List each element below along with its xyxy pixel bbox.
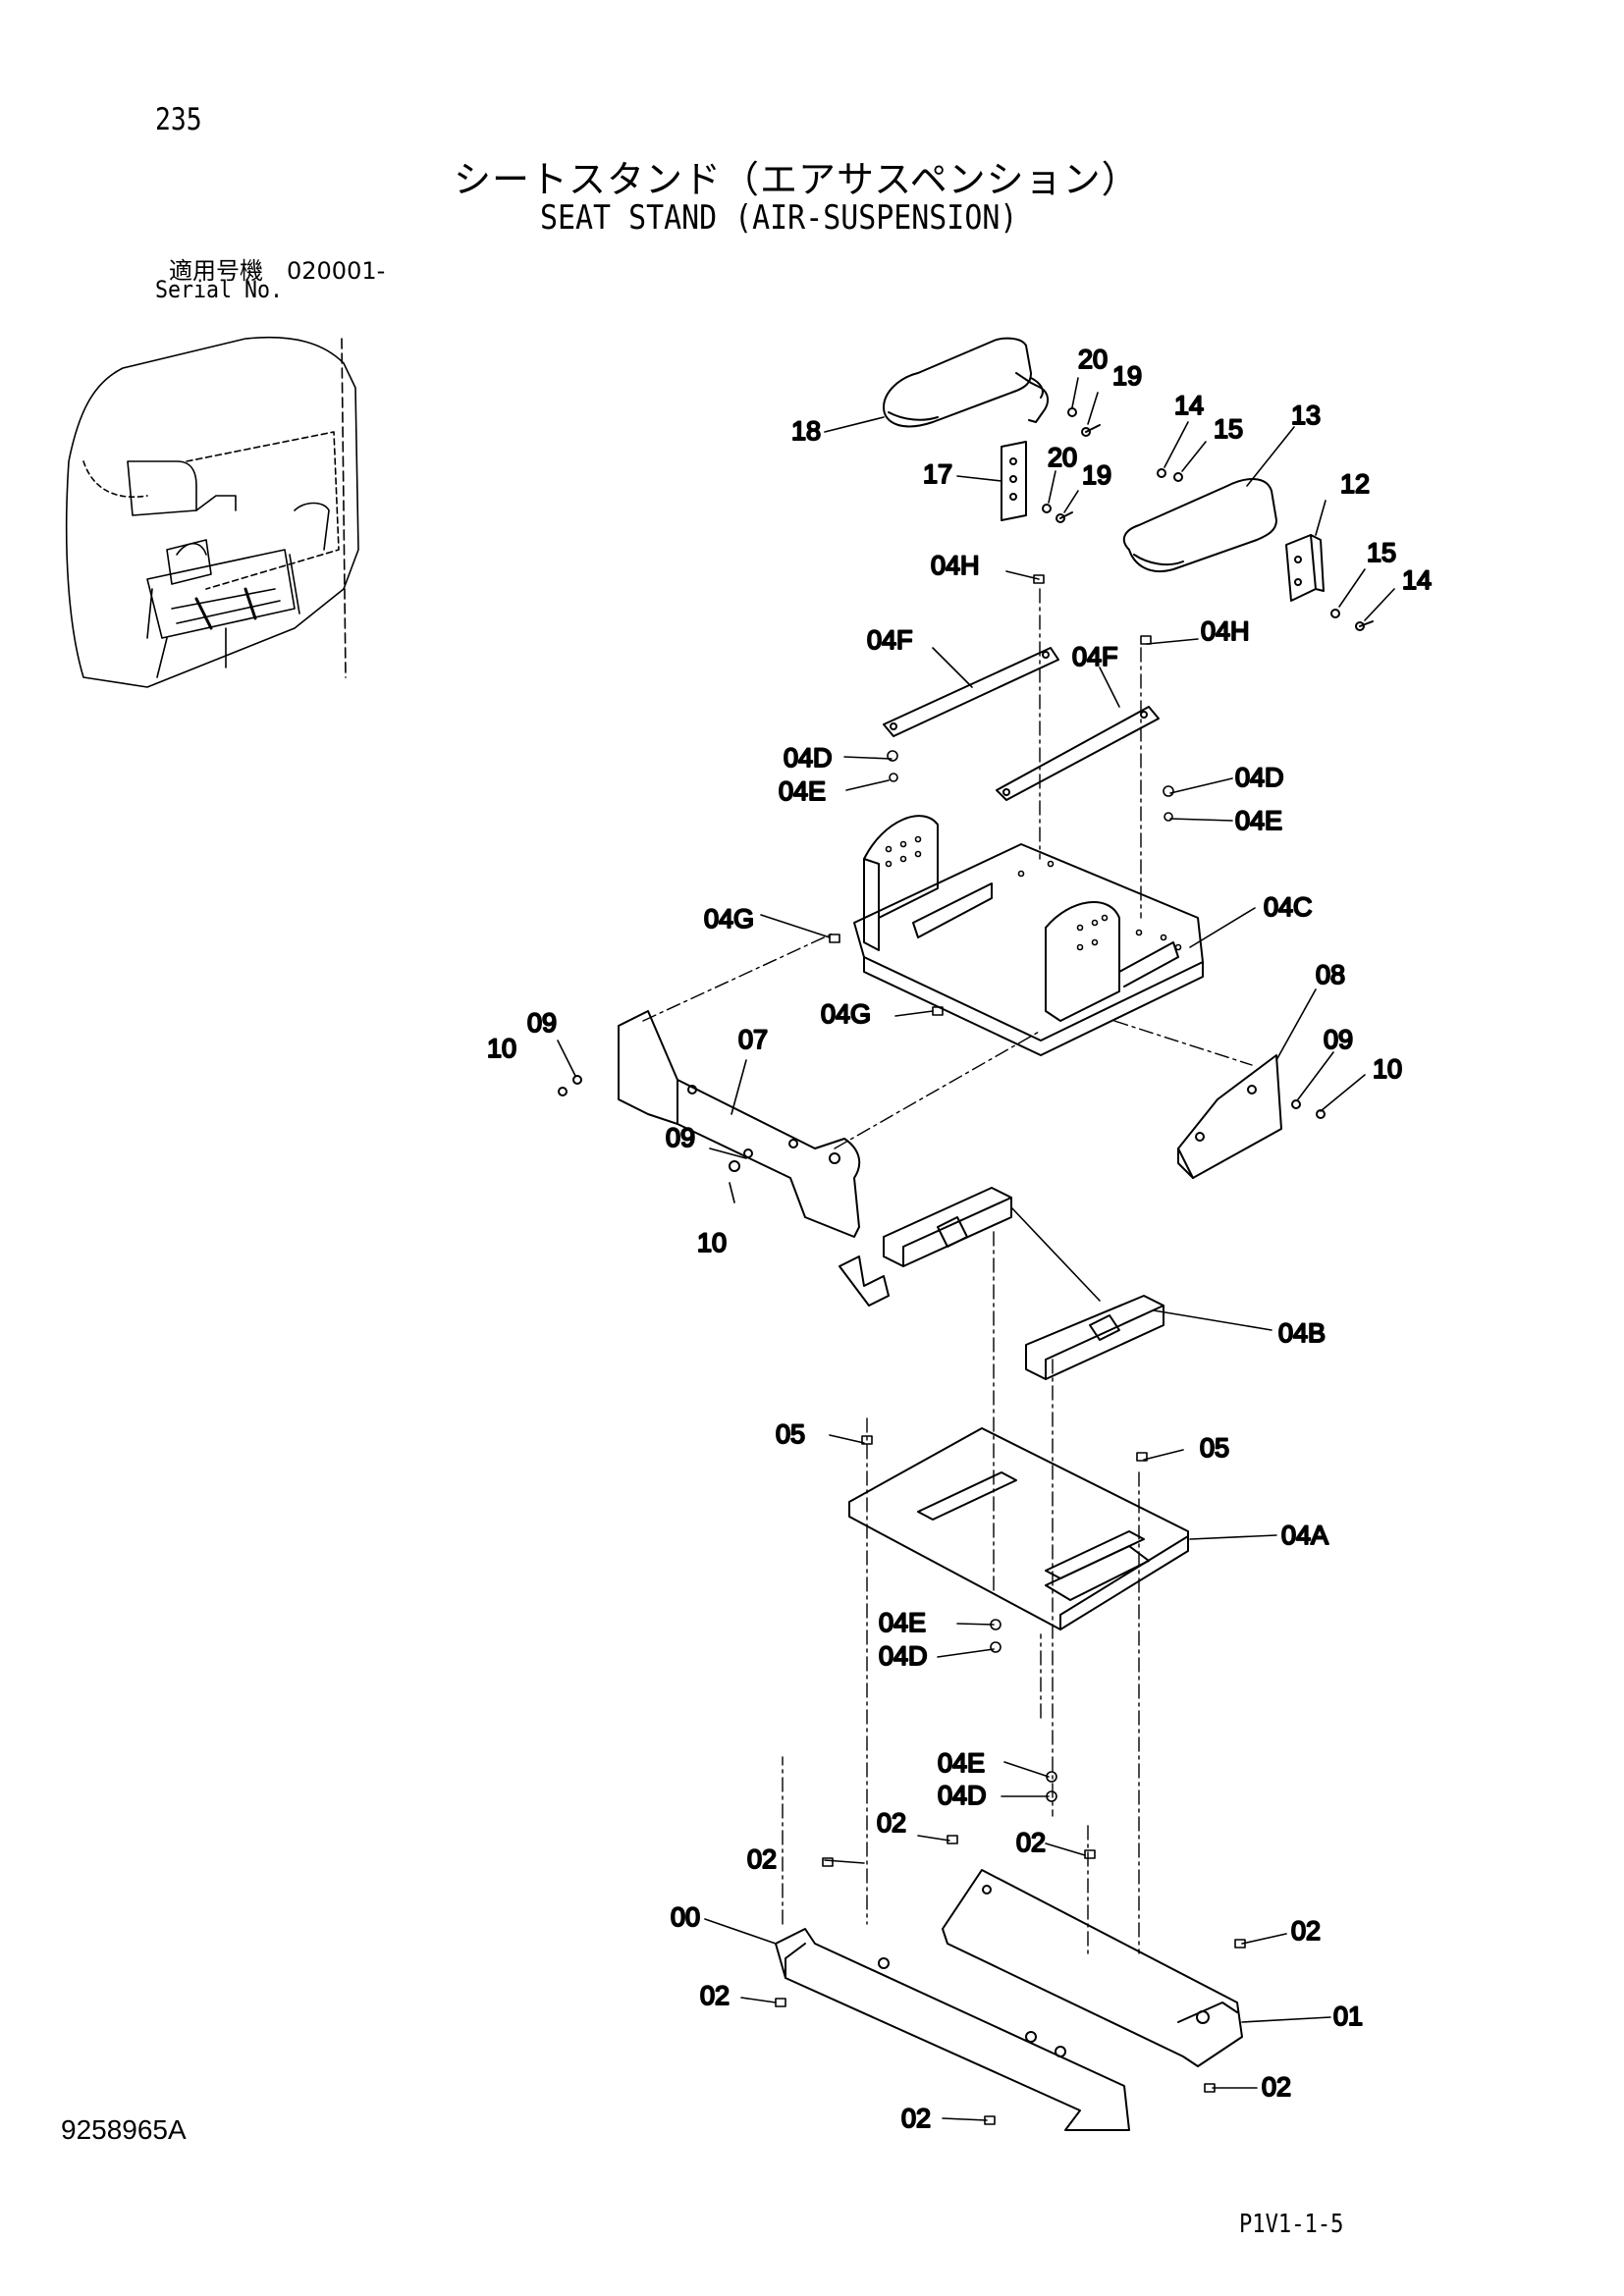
part-bracket-04F-lower — [996, 706, 1160, 801]
callout-04D-right: 04D — [1235, 763, 1284, 792]
part-cover-07 — [618, 1010, 861, 1238]
callout-09-right: 09 — [1324, 1025, 1353, 1054]
callout-04C: 04C — [1264, 892, 1313, 922]
callout-04E-right: 04E — [1235, 806, 1282, 835]
part-base-plate-04A — [848, 1427, 1189, 1630]
callout-12: 12 — [1340, 469, 1370, 499]
callout-04B: 04B — [1278, 1318, 1326, 1348]
part-cover-08 — [1177, 1054, 1282, 1179]
callout-labels: 18 20 19 17 20 19 14 15 13 12 15 14 04H … — [486, 344, 1433, 2134]
callout-04E-left: 04E — [779, 776, 826, 806]
callout-04E-mid: 04E — [879, 1608, 926, 1637]
callout-04E-low: 04E — [938, 1748, 985, 1778]
title-japanese: シートスタンド（エアサスペンション） — [454, 158, 1140, 201]
callout-18: 18 — [791, 416, 821, 446]
callout-04F-left: 04F — [867, 625, 913, 655]
callout-04H-left: 04H — [931, 551, 980, 580]
callout-09-bottom: 09 — [666, 1123, 695, 1152]
assembly-center-lines — [642, 588, 1253, 1954]
callout-15-upper: 15 — [1214, 414, 1243, 444]
serial-label-japanese: 適用号機 020001- — [169, 257, 386, 285]
part-slide-rails-04B — [839, 1187, 1164, 1380]
callout-02-d: 02 — [1291, 1916, 1321, 1946]
cab-overview-illustration — [65, 336, 359, 688]
callout-19-upper: 19 — [1112, 361, 1142, 391]
callout-19-lower: 19 — [1082, 460, 1111, 490]
callout-02-f: 02 — [1262, 2072, 1291, 2102]
callout-10-bottom: 10 — [697, 1228, 727, 1257]
callout-02-b: 02 — [877, 1808, 906, 1838]
document-number: 9258965A — [61, 2114, 187, 2145]
part-armrest-left — [883, 337, 1049, 428]
callout-17: 17 — [923, 459, 952, 489]
page-reference: P1V1-1-5 — [1239, 2210, 1344, 2239]
part-armrest-right — [1122, 478, 1277, 572]
title-english: SEAT STAND (AIR-SUSPENSION) — [540, 198, 1018, 238]
callout-15-lower: 15 — [1367, 538, 1396, 567]
callout-14-upper: 14 — [1174, 391, 1204, 420]
bolts-09-10 — [558, 1075, 1326, 1172]
callout-13: 13 — [1291, 400, 1321, 430]
callout-01: 01 — [1333, 2002, 1363, 2031]
callout-20-upper: 20 — [1078, 345, 1108, 374]
part-armrest-bracket-12 — [1285, 534, 1325, 602]
callout-04A: 04A — [1281, 1521, 1328, 1550]
callout-04D-mid: 04D — [879, 1641, 928, 1671]
bolt-heads — [775, 574, 1246, 2125]
callout-10-left: 10 — [487, 1034, 516, 1063]
part-bracket-04F-upper — [883, 647, 1059, 737]
callout-04D-low: 04D — [938, 1781, 987, 1810]
callout-02-g: 02 — [901, 2104, 931, 2133]
callout-02-e: 02 — [700, 1981, 730, 2010]
callout-leader-lines — [557, 377, 1395, 2121]
page-number: 235 — [155, 102, 202, 137]
serial-label-english: Serial No. — [155, 276, 284, 303]
part-base-rail-01 — [942, 1869, 1243, 2067]
callout-04F-right: 04F — [1072, 642, 1118, 671]
callout-10-right: 10 — [1373, 1054, 1402, 1084]
callout-14-lower: 14 — [1402, 565, 1432, 595]
part-base-rail-00 — [775, 1928, 1130, 2131]
bolts-14-15 — [1157, 468, 1374, 631]
part-seat-frame-04C — [853, 815, 1204, 1056]
callout-04D-left: 04D — [784, 743, 833, 773]
callout-05-right: 05 — [1200, 1433, 1229, 1463]
part-armrest-bracket-17 — [1001, 441, 1027, 521]
callout-09-left: 09 — [527, 1008, 557, 1038]
callout-20-lower: 20 — [1048, 443, 1077, 472]
callout-00: 00 — [671, 1902, 700, 1932]
callout-05-left: 05 — [776, 1419, 805, 1449]
bolts-19-20 — [1042, 407, 1101, 523]
callout-07: 07 — [738, 1025, 768, 1054]
callout-04G-lower: 04G — [821, 999, 871, 1029]
callout-04H-right: 04H — [1201, 616, 1250, 646]
callout-08: 08 — [1316, 960, 1345, 989]
callout-02-a: 02 — [747, 1844, 777, 1874]
callout-02-c: 02 — [1016, 1828, 1046, 1857]
callout-04G-upper: 04G — [704, 904, 754, 934]
